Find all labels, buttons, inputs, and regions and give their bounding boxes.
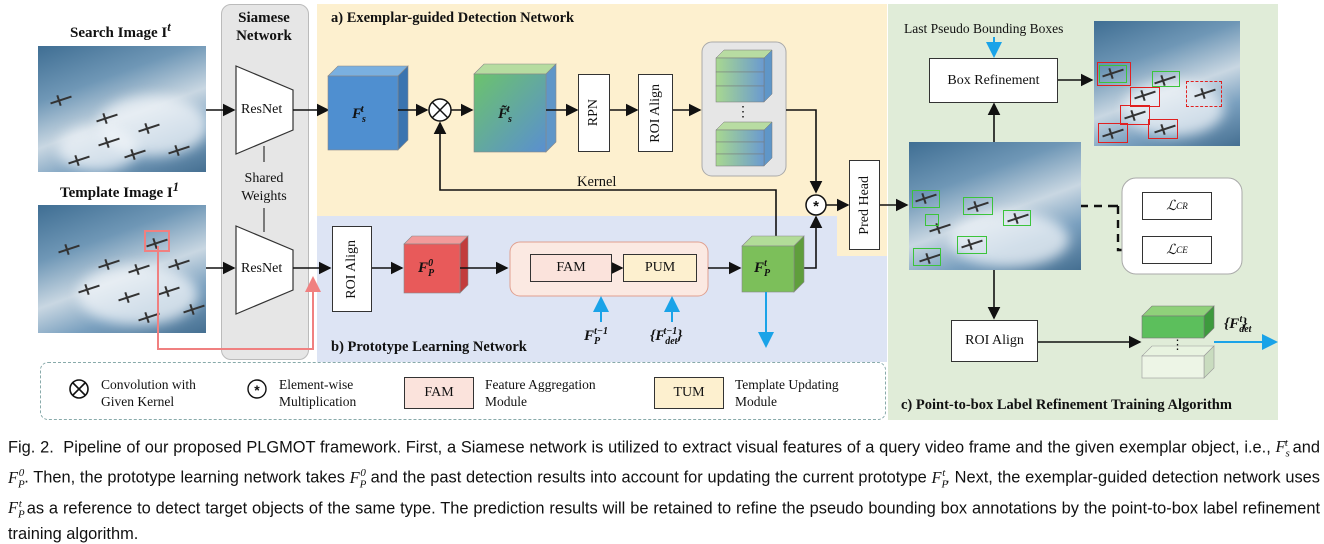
proposal-stack-top [715, 49, 773, 103]
proposal-ellipsis: ⋮ [736, 105, 750, 120]
pred-head-box: Pred Head [849, 160, 880, 250]
template-image-title: Template Image I1 [60, 180, 180, 201]
resnet-bottom-label: ResNet [241, 261, 283, 276]
last-pseudo-boxes-label: Last Pseudo Bounding Boxes [904, 21, 1064, 36]
proposal-stack-bottom [715, 121, 773, 167]
fs-tilde-cube [473, 63, 557, 153]
search-image [38, 46, 206, 172]
caption-s4: and the past detection results into acco… [370, 468, 927, 487]
caption-math-4: FPt [931, 467, 949, 490]
fp-prev-input-label: FPt−1 [584, 326, 608, 347]
svg-text:*: * [254, 382, 260, 398]
fpt-cube-label: FPt [754, 258, 771, 279]
caption-s6: as a reference to detect target objects … [8, 498, 1320, 543]
box-refinement-box: Box Refinement [929, 58, 1058, 103]
roi-align-c-box: ROI Align [951, 320, 1038, 362]
fp0-cube [403, 235, 469, 294]
kernel-label: Kernel [577, 174, 617, 190]
refined-boxes-image [1094, 21, 1240, 146]
rpn-box: RPN [578, 74, 610, 152]
resnet-top-label: ResNet [241, 102, 283, 117]
caption-math-2: FP0 [8, 467, 25, 490]
caption-s2: and [1292, 438, 1320, 457]
caption-math-1: Fst [1275, 437, 1290, 460]
resnet-top-shape [235, 65, 294, 155]
template-image [38, 205, 206, 333]
caption-math-3: FP0 [349, 467, 367, 490]
figure-caption: Fig. 2. Pipeline of our proposed PLGMOT … [8, 434, 1320, 544]
section-a-title: a) Exemplar-guided Detection Network [331, 10, 575, 26]
legend-tum-box: TUM [654, 377, 724, 409]
fs-tilde-cube-label: F̃st [498, 104, 512, 125]
det-feature-stack [1141, 305, 1215, 379]
fpt-cube [741, 235, 805, 293]
detection-results-image [909, 142, 1081, 270]
caption-math-5: FPt [8, 497, 25, 521]
search-image-title: Search Image It [70, 20, 171, 41]
caption-s3: . Then, the prototype learning network t… [24, 468, 345, 487]
section-c-title: c) Point-to-box Label Refinement Trainin… [901, 397, 1232, 413]
legend-fam-box: FAM [404, 377, 474, 409]
pum-box: PUM [623, 254, 697, 282]
fam-box: FAM [530, 254, 612, 282]
roi-align-b-box: ROI Align [332, 226, 372, 312]
diagram-graphics: * [69, 37, 1278, 399]
roi-align-a-box: ROI Align [638, 74, 673, 152]
legend-panel [40, 362, 886, 420]
det-output-label: {Fdett} [1224, 314, 1252, 335]
resnet-bottom-shape [235, 225, 294, 315]
det-prev-input-label: {Fdett−1} [650, 326, 683, 347]
det-stack-ellipsis: ⋮ [1171, 337, 1184, 352]
svg-text:*: * [813, 198, 819, 215]
section-b-title: b) Prototype Learning Network [331, 339, 527, 355]
fs-cube-label: Fst [352, 104, 366, 125]
caption-s5: . Next, the exemplar-guided detection ne… [945, 468, 1320, 487]
caption-prefix: Fig. 2. [8, 438, 54, 457]
fs-cube [327, 65, 409, 151]
fp0-cube-label: FP0 [418, 258, 435, 279]
caption-s1: Pipeline of our proposed PLGMOT framewor… [63, 438, 1271, 457]
